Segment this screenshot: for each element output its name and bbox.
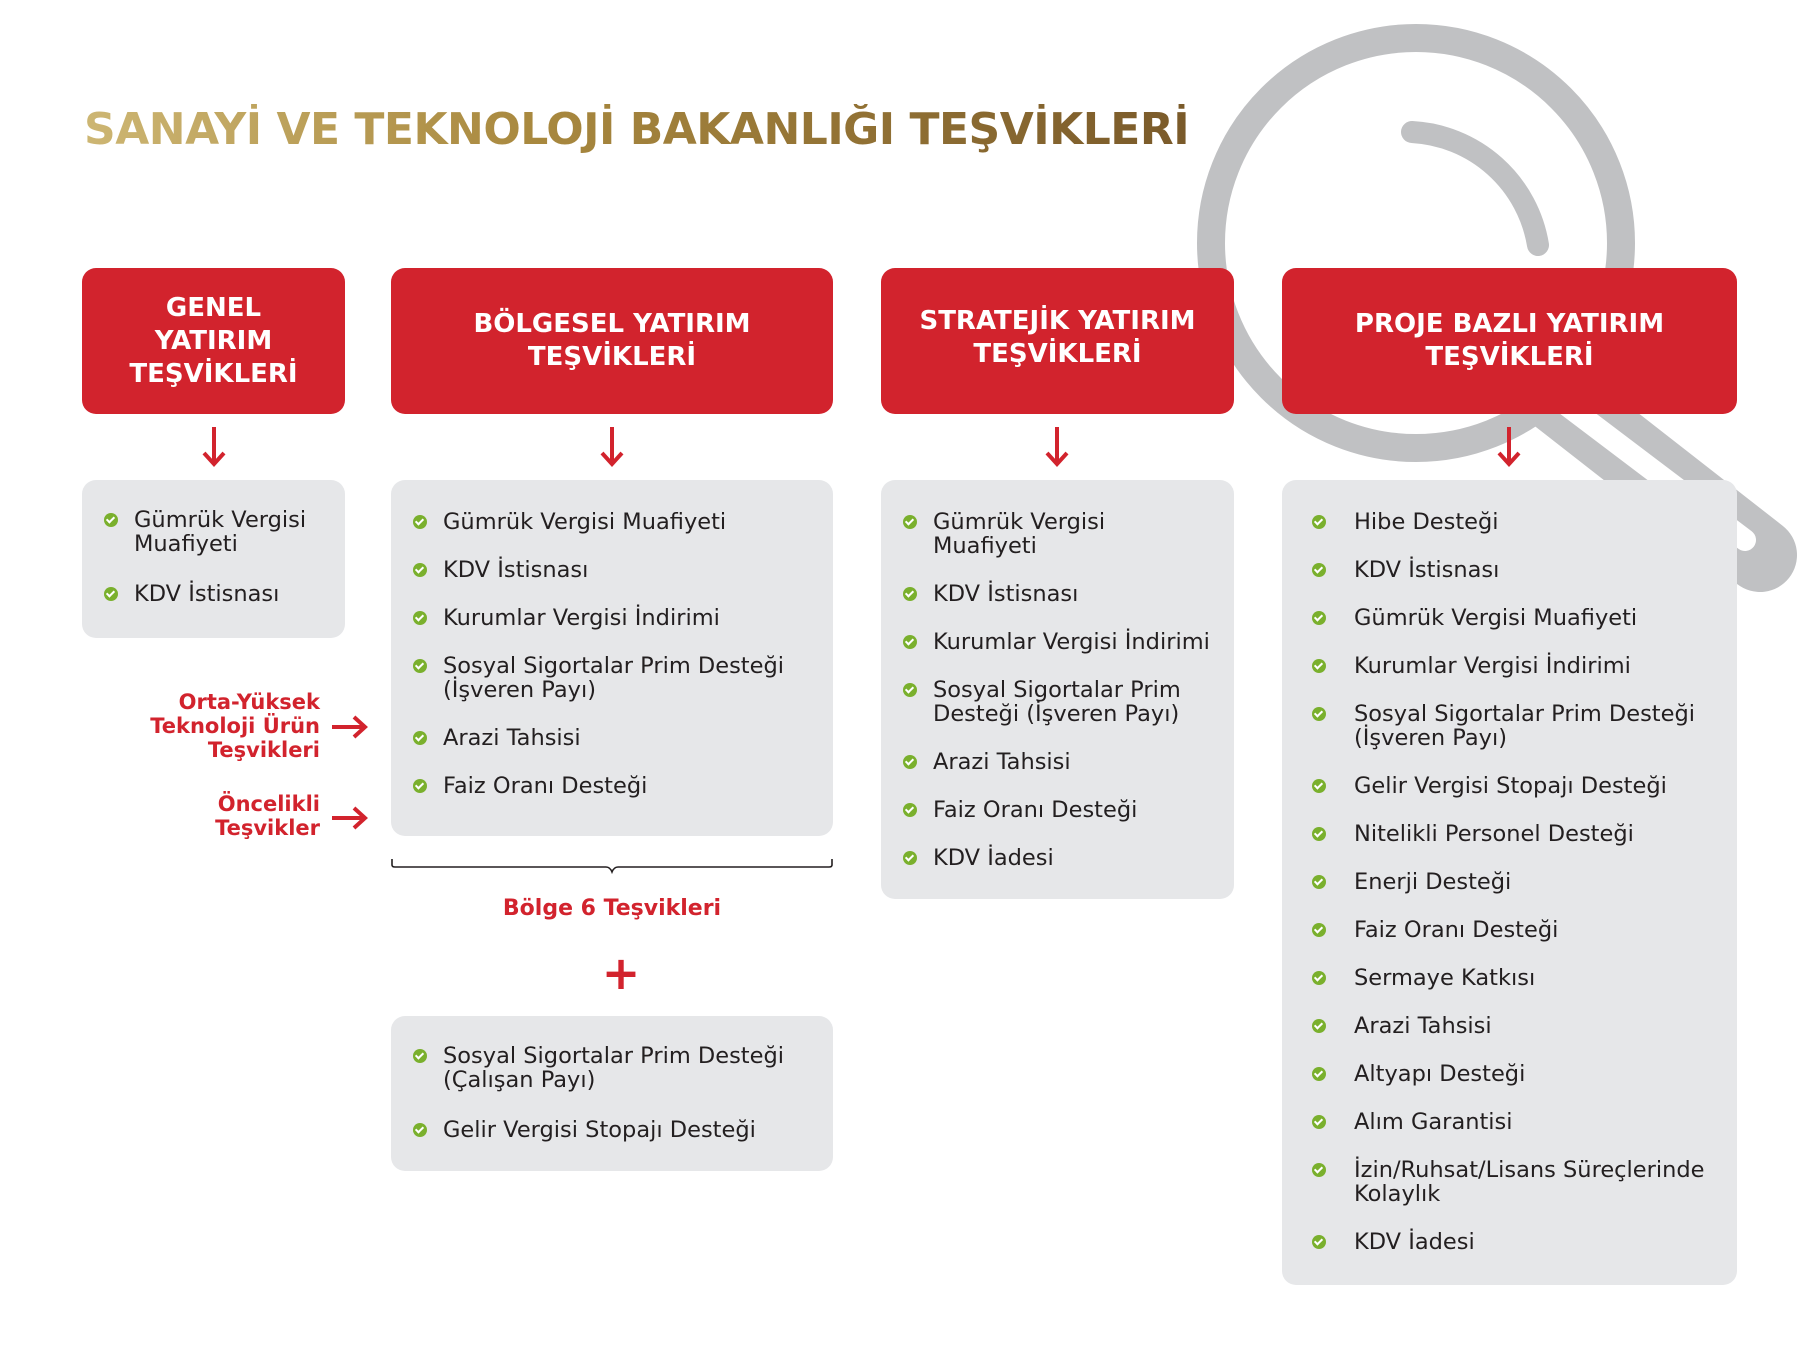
list-item: Sosyal Sigortalar Prim Desteği (İşveren … xyxy=(1312,702,1717,750)
header-line: TEŞVİKLERİ xyxy=(973,339,1142,369)
list-item: Kurumlar Vergisi İndirimi xyxy=(903,630,1214,654)
list-item: Faiz Oranı Desteği xyxy=(903,798,1214,822)
check-icon xyxy=(1312,1115,1326,1129)
header-bolgesel: BÖLGESEL YATIRIM TEŞVİKLERİ xyxy=(391,268,833,414)
list-item: Faiz Oranı Desteği xyxy=(413,774,813,798)
list-item: Arazi Tahsisi xyxy=(903,750,1214,774)
list-item: Gelir Vergisi Stopajı Desteği xyxy=(1312,774,1717,798)
arrow-down-icon xyxy=(600,427,624,467)
check-icon xyxy=(413,779,427,793)
list-item: KDV İstisnası xyxy=(104,582,325,606)
list-item: Altyapı Desteği xyxy=(1312,1062,1717,1086)
list-item: Gümrük Vergisi Muafiyeti xyxy=(903,510,1214,558)
check-icon xyxy=(413,563,427,577)
arrow-down-icon xyxy=(202,427,226,467)
list-item: Faiz Oranı Desteği xyxy=(1312,918,1717,942)
check-icon xyxy=(1312,779,1326,793)
list-item: Gümrük Vergisi Muafiyeti xyxy=(104,508,325,556)
check-icon xyxy=(413,731,427,745)
list-item: Gümrük Vergisi Muafiyeti xyxy=(1312,606,1717,630)
panel-bolge6: Sosyal Sigortalar Prim Desteği (Çalışan … xyxy=(391,1016,833,1171)
header-line: TEŞVİKLERİ xyxy=(527,342,697,372)
check-icon xyxy=(413,515,427,529)
panel-stratejik: Gümrük Vergisi Muafiyeti KDV İstisnası K… xyxy=(881,480,1234,899)
panel-genel: Gümrük Vergisi Muafiyeti KDV İstisnası xyxy=(82,480,345,638)
check-icon xyxy=(1312,1235,1326,1249)
check-icon xyxy=(903,635,917,649)
list-item: KDV İstisnası xyxy=(903,582,1214,606)
check-icon xyxy=(104,513,118,527)
header-line: TEŞVİKLERİ xyxy=(1425,342,1594,372)
list-item: Alım Garantisi xyxy=(1312,1110,1717,1134)
check-icon xyxy=(1312,1163,1326,1177)
list-item: Hibe Desteği xyxy=(1312,510,1717,534)
list-item: Nitelikli Personel Desteği xyxy=(1312,822,1717,846)
check-icon xyxy=(1312,923,1326,937)
check-icon xyxy=(903,515,917,529)
list-item: Kurumlar Vergisi İndirimi xyxy=(413,606,813,630)
brace-icon xyxy=(391,859,833,875)
panel-bolgesel: Gümrük Vergisi Muafiyeti KDV İstisnası K… xyxy=(391,480,833,836)
check-icon xyxy=(903,851,917,865)
header-line: PROJE BAZLI YATIRIM xyxy=(1354,309,1665,339)
list-item: KDV İstisnası xyxy=(1312,558,1717,582)
page-title: SANAYİ VE TEKNOLOJİ BAKANLIĞI TEŞVİKLERİ xyxy=(84,104,1190,155)
check-icon xyxy=(903,587,917,601)
header-line: YATIRIM xyxy=(154,325,273,356)
header-genel: GENEL YATIRIM TEŞVİKLERİ xyxy=(82,268,345,414)
check-icon xyxy=(413,1123,427,1137)
check-icon xyxy=(1312,875,1326,889)
header-proje-bazli: PROJE BAZLI YATIRIM TEŞVİKLERİ xyxy=(1282,268,1737,414)
list-item: Arazi Tahsisi xyxy=(1312,1014,1717,1038)
check-icon xyxy=(1312,1067,1326,1081)
list-item: KDV İadesi xyxy=(1312,1230,1717,1254)
check-icon xyxy=(413,659,427,673)
header-line: TEŞVİKLERİ xyxy=(129,358,298,389)
plus-icon: + xyxy=(601,946,641,1000)
list-item: Arazi Tahsisi xyxy=(413,726,813,750)
header-stratejik: STRATEJİK YATIRIM TEŞVİKLERİ xyxy=(881,268,1234,414)
list-item: KDV İstisnası xyxy=(413,558,813,582)
check-icon xyxy=(1312,707,1326,721)
side-label-orta-yuksek: Orta-Yüksek Teknoloji Ürün Teşvikleri xyxy=(150,690,320,762)
list-item: İzin/Ruhsat/Lisans Süreçlerinde Kolaylık xyxy=(1312,1158,1717,1206)
check-icon xyxy=(1312,1019,1326,1033)
arrow-right-icon xyxy=(332,715,368,739)
check-icon xyxy=(1312,827,1326,841)
check-icon xyxy=(1312,611,1326,625)
list-item: Kurumlar Vergisi İndirimi xyxy=(1312,654,1717,678)
check-icon xyxy=(903,683,917,697)
list-item: Gelir Vergisi Stopajı Desteği xyxy=(413,1118,813,1142)
check-icon xyxy=(1312,659,1326,673)
check-icon xyxy=(1312,971,1326,985)
panel-proje-bazli: Hibe Desteği KDV İstisnası Gümrük Vergis… xyxy=(1282,480,1737,1285)
arrow-down-icon xyxy=(1045,427,1069,467)
check-icon xyxy=(413,611,427,625)
check-icon xyxy=(1312,515,1326,529)
bolge6-label: Bölge 6 Teşvikleri xyxy=(502,896,722,921)
check-icon xyxy=(104,587,118,601)
list-item: Gümrük Vergisi Muafiyeti xyxy=(413,510,813,534)
list-item: Sermaye Katkısı xyxy=(1312,966,1717,990)
list-item: KDV İadesi xyxy=(903,846,1214,870)
header-line: STRATEJİK YATIRIM xyxy=(919,306,1196,336)
arrow-right-icon xyxy=(332,806,368,830)
list-item: Enerji Desteği xyxy=(1312,870,1717,894)
arrow-down-icon xyxy=(1497,427,1521,467)
check-icon xyxy=(1312,563,1326,577)
list-item: Sosyal Sigortalar Prim Desteği (İşveren … xyxy=(413,654,813,702)
list-item: Sosyal Sigortalar Prim Desteği (İşveren … xyxy=(903,678,1214,726)
header-line: BÖLGESEL YATIRIM xyxy=(473,309,751,339)
check-icon xyxy=(903,803,917,817)
check-icon xyxy=(903,755,917,769)
check-icon xyxy=(413,1049,427,1063)
list-item: Sosyal Sigortalar Prim Desteği (Çalışan … xyxy=(413,1044,813,1092)
side-label-oncelikli: Öncelikli Teşvikler xyxy=(215,792,320,840)
header-line: GENEL xyxy=(165,292,262,323)
